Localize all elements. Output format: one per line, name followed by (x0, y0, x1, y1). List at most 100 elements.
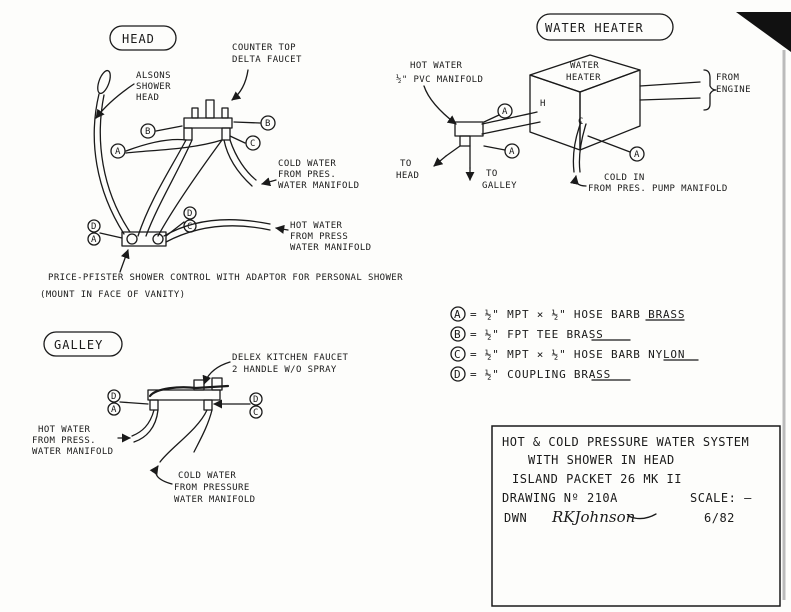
galley-hot-hose (131, 409, 155, 437)
svg-text:D: D (91, 222, 97, 232)
shower-head-leader (95, 83, 135, 119)
callout-a-head-leader-2 (125, 139, 223, 154)
cold-in-label: COLD IN FROM PRES. PUMP MANIFOLD (588, 173, 728, 194)
svg-text:= ½" FPT TEE BRASS: = ½" FPT TEE BRASS (470, 328, 604, 341)
callout-a-control-left: A (87, 232, 101, 246)
callout-a-head-leader (125, 138, 187, 152)
head-title: HEAD (122, 32, 155, 46)
head-faucet (183, 99, 233, 141)
svg-text:D: D (111, 392, 117, 402)
galley-hot-hose-2 (133, 409, 159, 443)
svg-text:D: D (187, 209, 193, 219)
heater-c-label: C (578, 117, 584, 127)
svg-text:B: B (454, 328, 461, 341)
callout-a-heater-bottom-leader (483, 145, 506, 151)
head-hose-hot-2 (145, 139, 193, 237)
galley-faucet (147, 377, 230, 411)
heater-box-label: WATER HEATER (566, 61, 605, 83)
legend-row-c: C = ½" MPT × ½" HOSE BARB NYLON (450, 346, 685, 362)
to-head-arrow (433, 155, 447, 167)
svg-text:= ½" MPT × ½" HOSE BARB NYLON: = ½" MPT × ½" HOSE BARB NYLON (470, 348, 685, 361)
svg-text:A: A (111, 405, 117, 415)
title-block-frame (491, 425, 781, 607)
callout-d-control-right: D (183, 206, 197, 220)
head-faucet-label: COUNTER TOP DELTA FAUCET (232, 43, 302, 65)
galley-title-frame (43, 331, 123, 357)
title-block-scale: SCALE: — (690, 491, 752, 505)
page-corner-shadow (736, 12, 791, 52)
callout-c-galley-right: C (249, 405, 263, 419)
head-cold-label: COLD WATER FROM PRES. WATER MANIFOLD (278, 159, 359, 191)
callout-a-galley-left: A (107, 402, 121, 416)
shower-hose-2 (99, 94, 131, 233)
heater-title-frame (536, 13, 674, 41)
svg-text:= ½" COUPLING BRASS: = ½" COUPLING BRASS (470, 368, 611, 381)
heater-cold-pipe (572, 121, 582, 173)
svg-text:B: B (265, 119, 271, 129)
svg-text:A: A (634, 150, 640, 160)
svg-text:C: C (253, 408, 259, 418)
engine-line-2 (639, 97, 701, 101)
svg-text:B: B (145, 127, 151, 137)
head-cold-leader (261, 177, 277, 187)
callout-b-head-right: B (260, 115, 276, 131)
callout-d-galley-left: D (107, 389, 121, 403)
callout-b-head-left: B (140, 123, 156, 139)
heater-hot-pipe-2 (481, 121, 541, 135)
cold-in-leader (569, 175, 587, 187)
shower-control (121, 231, 167, 247)
head-hose-hot (137, 139, 187, 237)
callout-a-heater-cold: A (629, 146, 645, 162)
galley-cold-leader (149, 465, 173, 485)
callout-a-heater-cold-leader (587, 135, 631, 153)
callout-b-head-left-leader (155, 125, 183, 132)
title-block-line4: DRAWING Nº 210A (502, 491, 618, 505)
signature-flourish (627, 513, 657, 520)
shower-control-label: PRICE-PFISTER SHOWER CONTROL WITH ADAPTO… (48, 273, 403, 283)
title-block-signature: RKJohnson (551, 508, 635, 526)
head-hose-cold-2 (229, 139, 257, 181)
svg-text:A: A (509, 147, 515, 157)
head-hot-supply-line (163, 218, 271, 237)
callout-c-head: C (245, 135, 261, 151)
callout-a-heater-bottom: A (504, 143, 520, 159)
svg-text:C: C (250, 139, 256, 149)
svg-text:C: C (454, 348, 461, 361)
shower-hose (93, 93, 125, 235)
svg-text:A: A (91, 235, 97, 245)
svg-text:= ½" MPT × ½" HOSE BARB BRASS: = ½" MPT × ½" HOSE BARB BRASS (470, 308, 685, 321)
callout-a-heater-top: A (497, 103, 513, 119)
head-hot-leader (275, 224, 289, 234)
callout-c-head-leader (229, 135, 246, 144)
heater-title: WATER HEATER (545, 21, 644, 35)
galley-faucet-label: DELEX KITCHEN FAUCET 2 HANDLE W/O SPRAY (232, 353, 354, 375)
svg-text:D: D (454, 368, 461, 381)
galley-cold-hose (193, 409, 213, 453)
svg-text:D: D (253, 395, 259, 405)
head-faucet-leader (231, 69, 249, 101)
galley-title: GALLEY (54, 338, 103, 352)
callout-d-galley-right: D (249, 392, 263, 406)
heater-cold-pipe-2 (578, 123, 587, 173)
control-right-leader (165, 221, 185, 237)
title-block-line1: HOT & COLD PRESSURE WATER SYSTEM (502, 435, 749, 449)
svg-text:A: A (502, 107, 508, 117)
galley-cross-hose (159, 409, 208, 463)
heater-h-label: H (540, 99, 546, 109)
to-galley-label: TO GALLEY (482, 169, 517, 191)
callout-c-control-right: C (183, 219, 197, 233)
shower-head (97, 69, 111, 95)
engine-brace (703, 69, 717, 111)
hot-manifold-leader (423, 85, 457, 125)
galley-cold-label: COLD WATER FROM PRESSURE WATER MANIFOLD (174, 471, 255, 505)
callout-b-head-right-leader (233, 121, 261, 124)
head-hose-cross (157, 139, 223, 237)
heater-hot-pipe (481, 111, 538, 125)
engine-line-1 (639, 81, 701, 87)
galley-left-callout-leader (119, 401, 149, 405)
galley-hot-label: HOT WATER FROM PRESS. WATER MANIFOLD (32, 425, 113, 457)
title-block-line2: WITH SHOWER IN HEAD (528, 453, 675, 467)
galley-faucet-leader (202, 361, 231, 385)
